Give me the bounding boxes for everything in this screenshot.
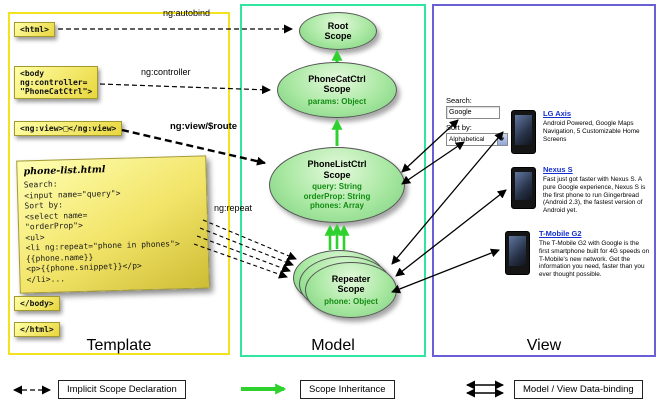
repeater-scope-ellipse: Repeater Scope phone: Object: [305, 262, 397, 318]
phone-link-nexus-s[interactable]: Nexus S: [543, 165, 573, 174]
legend-inheritance-label: Scope Inheritance: [300, 380, 395, 399]
phone-image-nexus-s: [511, 167, 536, 209]
html-open-tag: <html>: [14, 22, 55, 37]
phonelistctrl-scope-ellipse: PhoneListCtrl Scope query: String orderP…: [269, 147, 405, 223]
legend-implicit-arrow-icon: [13, 385, 51, 395]
repeater-scope-title: Repeater Scope: [331, 273, 371, 295]
phonelistctrl-scope-title: PhoneListCtrl Scope: [307, 159, 367, 180]
root-scope-ellipse: Root Scope: [299, 12, 377, 50]
phone-list-note: phone-list.html Search: <input name="que…: [16, 155, 210, 294]
phone-list-note-title: phone-list.html: [23, 164, 106, 178]
phonecatctrl-scope-ellipse: PhoneCatCtrl Scope params: Object: [277, 62, 397, 118]
sort-select-value: Alphabetical: [449, 136, 485, 143]
root-scope-title: Root Scope: [324, 20, 352, 42]
dropdown-arrow-icon: ▾: [497, 134, 507, 145]
model-panel-label: Model: [311, 337, 355, 354]
legend-implicit-label: Implicit Scope Declaration: [58, 380, 186, 399]
repeater-scope-props: phone: Object: [324, 296, 378, 306]
search-input-value: Google: [449, 109, 472, 116]
ng-repeat-label: ng:repeat: [214, 203, 253, 213]
template-panel-label: Template: [86, 337, 152, 354]
phone-desc-nexus-s: Fast just got faster with Nexus S. A pur…: [543, 176, 646, 215]
search-label: Search:: [446, 96, 472, 105]
ng-view-route-label: ng:view/$route: [170, 121, 238, 132]
view-panel-label: View: [526, 337, 562, 354]
legend-binding-arrow-icon: [466, 380, 504, 398]
html-close-tag: </html>: [14, 322, 60, 337]
ng-autobind-label: ng:autobind: [163, 8, 211, 18]
phone-link-lg-axis[interactable]: LG Axis: [543, 109, 572, 118]
body-open-tag: <body ng:controller= "PhoneCatCtrl">: [14, 66, 99, 99]
phone-desc-lg-axis: Android Powered, Google Maps Navigation,…: [543, 120, 640, 143]
phone-image-tmobile-g2: [505, 231, 530, 275]
phone-list-note-code: Search: <input name="query"> Sort by: <s…: [23, 179, 180, 284]
ng-view-tag: <ng:view>□</ng:view>: [14, 121, 123, 136]
phone-image-lg-axis: [511, 110, 536, 154]
body-close-tag: </body>: [14, 296, 60, 311]
phonecatctrl-scope-props: params: Object: [307, 96, 367, 106]
phone-desc-tmobile-g2: The T-Mobile G2 with Google is the first…: [539, 240, 650, 279]
sort-by-label: Sort by:: [446, 123, 472, 132]
phone-link-tmobile-g2[interactable]: T-Mobile G2: [539, 229, 582, 238]
search-input[interactable]: Google: [446, 106, 500, 119]
phonecatctrl-scope-title: PhoneCatCtrl Scope: [308, 73, 366, 95]
legend-binding-label: Model / View Data-binding: [514, 380, 643, 399]
ng-controller-label: ng:controller: [141, 67, 191, 77]
legend-inheritance-arrow-icon: [241, 383, 287, 395]
phonelistctrl-scope-props: query: String orderProp: String phones: …: [303, 182, 371, 211]
sort-select[interactable]: Alphabetical ▾: [446, 133, 508, 146]
